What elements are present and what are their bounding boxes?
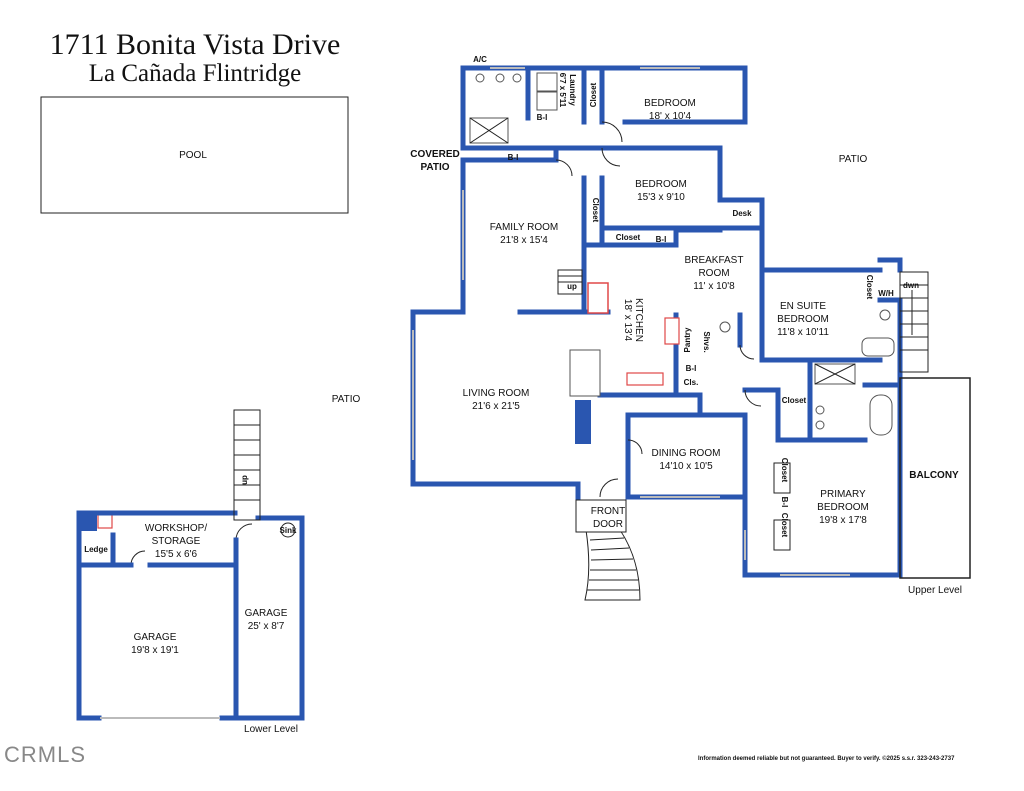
living-room-dim: 21'6 x 21'5 bbox=[472, 401, 520, 412]
patio-top-label: PATIO bbox=[839, 154, 868, 165]
doors bbox=[130, 121, 762, 566]
workshop-label-1: WORKSHOP/ bbox=[145, 523, 207, 534]
garage1-dim: 19'8 x 19'1 bbox=[131, 645, 179, 656]
windows bbox=[412, 67, 850, 576]
stairs-upper bbox=[557, 269, 929, 373]
closet-label-primary-1: Closet bbox=[780, 458, 789, 483]
front-door-label-2: DOOR bbox=[593, 519, 623, 530]
cls-label: Cls. bbox=[684, 378, 699, 387]
pool-label: POOL bbox=[179, 150, 207, 161]
bedroom2-label: BEDROOM bbox=[635, 179, 687, 190]
shvs-label: Shvs. bbox=[702, 331, 711, 352]
closet-label-family: Closet bbox=[591, 198, 600, 223]
en-suite-dim: 11'8 x 10'11 bbox=[777, 327, 829, 338]
en-suite-label-2: BEDROOM bbox=[777, 314, 829, 325]
kitchen-counters bbox=[97, 282, 680, 529]
closet-label-bedroom2: Closet bbox=[616, 233, 641, 242]
covered-patio-label-2: PATIO bbox=[420, 162, 449, 173]
laundry-dim-label: 6'7 x 5'11 bbox=[558, 73, 567, 108]
address-title: 1711 Bonita Vista Drive bbox=[49, 28, 341, 61]
primary-label-1: PRIMARY bbox=[820, 489, 866, 500]
garage1-label: GARAGE bbox=[134, 632, 177, 643]
garage2-dim: 25' x 8'7 bbox=[248, 621, 285, 632]
wh-label: W/H bbox=[878, 289, 894, 298]
desk-label: Desk bbox=[732, 209, 752, 218]
patio-left-label: PATIO bbox=[332, 394, 361, 405]
upper-level-label: Upper Level bbox=[908, 585, 962, 596]
balcony-outline bbox=[899, 377, 971, 579]
up-label-lower: up bbox=[240, 475, 249, 485]
balcony-label: BALCONY bbox=[909, 470, 959, 481]
front-stairs bbox=[584, 529, 641, 601]
ledge-label: Ledge bbox=[84, 545, 108, 554]
pool-outline bbox=[40, 96, 349, 214]
front-door-label-1: FRONT bbox=[591, 506, 625, 517]
kitchen-label: KITCHEN bbox=[633, 298, 644, 342]
en-suite-label-1: EN SUITE bbox=[780, 301, 826, 312]
bi-label-primary: B-I bbox=[780, 497, 789, 508]
sink-label: Sink bbox=[280, 526, 297, 535]
covered-patio-label-1: COVERED bbox=[410, 149, 459, 160]
city-title: La Cañada Flintridge bbox=[88, 60, 302, 87]
family-room-label: FAMILY ROOM bbox=[490, 222, 559, 233]
watermark: CRMLS bbox=[4, 742, 87, 767]
kitchen-dim: 18' x 13'4 bbox=[622, 299, 633, 342]
lower-level-label: Lower Level bbox=[244, 724, 298, 735]
bi-label-bedroom2: B-I bbox=[656, 235, 667, 244]
bi-label-hall: B-I bbox=[508, 153, 519, 162]
breakfast-label-2: ROOM bbox=[698, 268, 729, 279]
garage2-label: GARAGE bbox=[245, 608, 288, 619]
lower-level-walls bbox=[76, 409, 305, 721]
bi-label-laundry: B-I bbox=[537, 113, 548, 122]
closet-label-primary-2: Closet bbox=[780, 513, 789, 538]
closet-label-primary: Closet bbox=[782, 396, 807, 405]
workshop-dim: 15'5 x 6'6 bbox=[155, 549, 198, 560]
breakfast-label-1: BREAKFAST bbox=[685, 255, 744, 266]
bedroom1-dim: 18' x 10'4 bbox=[649, 111, 692, 122]
closet-label-top: Closet bbox=[589, 82, 598, 107]
disclaimer: Information deemed reliable but not guar… bbox=[698, 756, 955, 762]
ac-label: A/C bbox=[473, 55, 487, 64]
workshop-label-2: STORAGE bbox=[152, 536, 201, 547]
closet-label-ensuite: Closet bbox=[865, 275, 874, 300]
pantry-label: Pantry bbox=[683, 327, 692, 352]
bedroom1-label: BEDROOM bbox=[644, 98, 696, 109]
bedroom2-dim: 15'3 x 9'10 bbox=[637, 192, 685, 203]
family-room-dim: 21'8 x 15'4 bbox=[500, 235, 548, 246]
living-room-label: LIVING ROOM bbox=[463, 388, 530, 399]
laundry-label: Laundry bbox=[568, 74, 577, 106]
primary-closets bbox=[575, 462, 791, 551]
primary-label-2: BEDROOM bbox=[817, 502, 869, 513]
breakfast-dim: 11' x 10'8 bbox=[693, 281, 735, 292]
primary-dim: 19'8 x 17'8 bbox=[819, 515, 867, 526]
bi-label-kitchen: B-I bbox=[686, 364, 697, 373]
upper-level-walls bbox=[410, 65, 903, 578]
dwn-label: dwn bbox=[903, 281, 919, 290]
dining-room-dim: 14'10 x 10'5 bbox=[659, 461, 713, 472]
dining-room-label: DINING ROOM bbox=[652, 448, 721, 459]
up-label-family: up bbox=[567, 282, 577, 291]
fixtures bbox=[469, 72, 895, 436]
